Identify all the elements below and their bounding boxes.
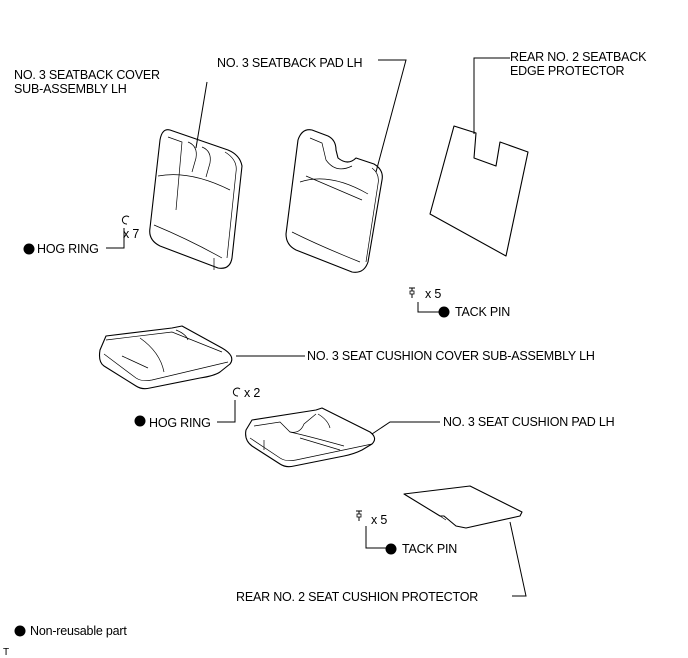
- tack-pin-icon-1: [409, 287, 415, 298]
- label-cushion-cover: NO. 3 SEAT CUSHION COVER SUB-ASSEMBLY LH: [307, 349, 595, 363]
- label-cushion-protector: REAR NO. 2 SEAT CUSHION PROTECTOR: [236, 590, 478, 604]
- label-tack-pin-qty-2: x 5: [371, 513, 387, 527]
- corner-mark: T: [3, 647, 9, 658]
- edge-protector-part: [429, 125, 529, 257]
- hog-ring-icon-2: [232, 387, 241, 397]
- edge-protector-leader: [473, 57, 510, 134]
- legend-label: Non-reusable part: [30, 624, 127, 638]
- seatback-cover-part: [149, 129, 243, 270]
- label-hog-ring-2: HOG RING: [149, 416, 211, 430]
- cushion-pad-part: [245, 407, 376, 468]
- label-seatback-cover-line1: NO. 3 SEATBACK COVER: [14, 68, 160, 82]
- non-reusable-mark-hog-ring-2: [134, 415, 146, 427]
- seatback-pad-leader: [375, 59, 407, 173]
- seatback-pad-part: [285, 129, 383, 273]
- label-hog-ring-qty-2: x 2: [244, 386, 260, 400]
- tack-pin-leader-1: [417, 302, 440, 313]
- label-tack-pin-2: TACK PIN: [402, 542, 457, 556]
- label-edge-protector-line2: EDGE PROTECTOR: [510, 64, 625, 78]
- hog-ring-icon-1: [121, 215, 130, 225]
- label-hog-ring-1: HOG RING: [37, 242, 99, 256]
- cushion-pad-leader: [371, 421, 440, 435]
- cushion-protector-part: [403, 485, 523, 529]
- label-tack-pin-1: TACK PIN: [455, 305, 510, 319]
- cushion-cover-part: [98, 325, 233, 390]
- non-reusable-mark-tack-pin-1: [438, 306, 450, 318]
- label-hog-ring-qty-1: x 7: [123, 227, 139, 241]
- tack-pin-leader-2: [365, 526, 388, 549]
- hog-ring-leader-1: [106, 228, 125, 249]
- tack-pin-icon-2: [356, 510, 362, 521]
- label-edge-protector-line1: REAR NO. 2 SEATBACK: [510, 50, 647, 64]
- label-tack-pin-qty-1: x 5: [425, 287, 441, 301]
- seatback-cover-leader: [195, 81, 208, 149]
- non-reusable-mark-hog-ring-1: [23, 243, 35, 255]
- hog-ring-leader-2: [217, 400, 236, 423]
- legend-non-reusable-mark: [14, 625, 26, 637]
- label-seatback-cover-line2: SUB-ASSEMBLY LH: [14, 82, 127, 96]
- label-cushion-pad: NO. 3 SEAT CUSHION PAD LH: [443, 415, 615, 429]
- cushion-protector-leader: [509, 521, 527, 597]
- non-reusable-mark-tack-pin-2: [385, 543, 397, 555]
- label-seatback-pad: NO. 3 SEATBACK PAD LH: [217, 56, 363, 70]
